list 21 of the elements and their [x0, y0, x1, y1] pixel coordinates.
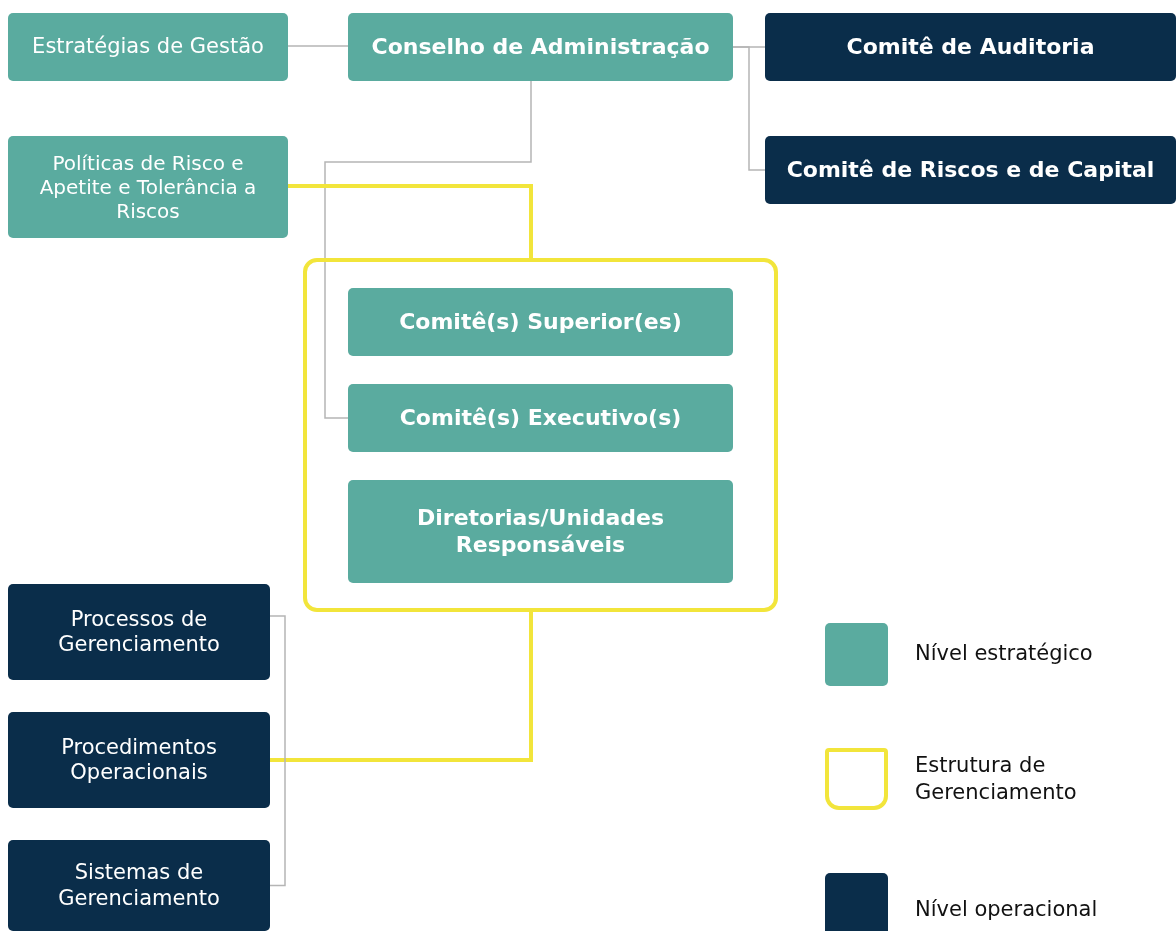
process-box: Comitê(s) Superior(es) [348, 288, 733, 356]
connector-line [324, 80, 532, 419]
process-box: Comitê de Riscos e de Capital [765, 136, 1176, 204]
process-box: Comitê(s) Executivo(s) [348, 384, 733, 452]
connector-line [732, 46, 766, 171]
process-box: Políticas de Risco e Apetite e Tolerância a Riscos [8, 136, 288, 238]
process-box: Comitê de Auditoria [765, 13, 1176, 81]
process-box: Processos de Gerenciamento [8, 584, 270, 680]
legend-label: Estrutura de Gerenciamento [915, 751, 1078, 806]
connector-line [270, 612, 533, 762]
connector-line [287, 45, 349, 47]
process-box: Estratégias de Gestão [8, 13, 288, 81]
group-frame [303, 258, 778, 612]
process-box: Procedimentos Operacionais [8, 712, 270, 808]
process-box: Diretorias/Unidades Responsáveis [348, 480, 733, 583]
process-box: Sistemas de Gerenciamento [8, 840, 270, 931]
legend-label: Nível operacional [915, 896, 1099, 924]
process-box: Conselho de Administração [348, 13, 733, 81]
connector-line [288, 184, 533, 258]
connector-line [269, 615, 286, 887]
legend-label: Nível estratégico [915, 640, 1094, 668]
